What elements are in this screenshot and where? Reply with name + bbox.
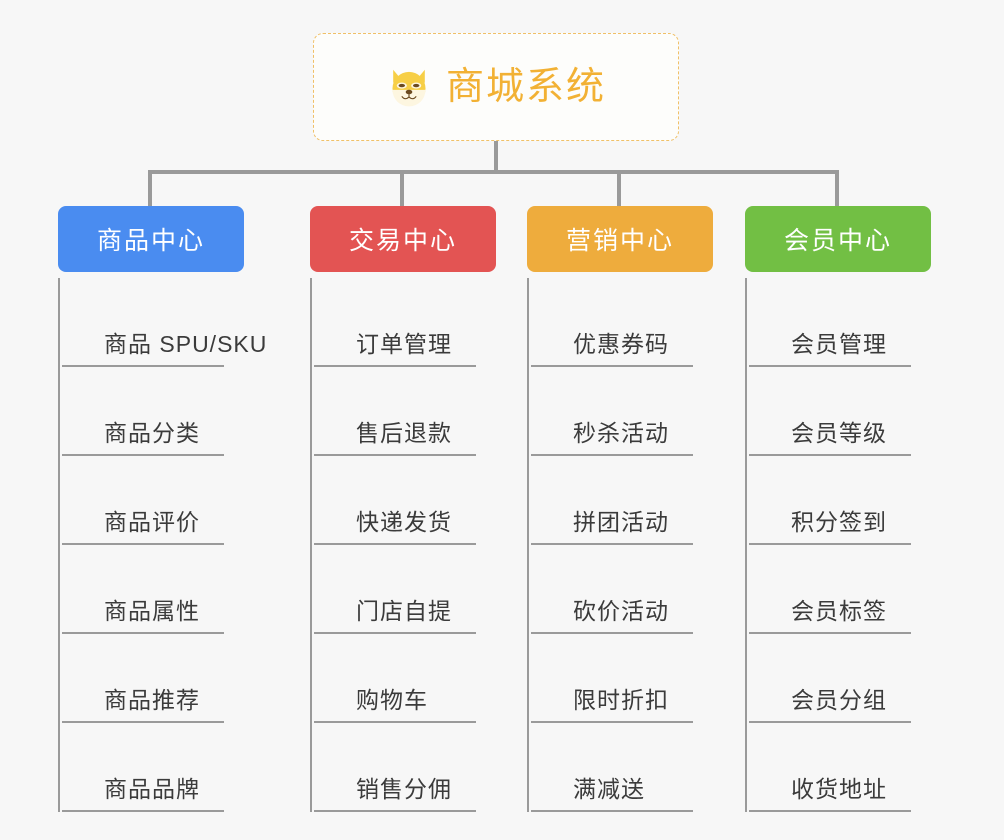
list-item[interactable]: 秒杀活动: [531, 367, 693, 456]
list-item[interactable]: 收货地址: [749, 723, 911, 812]
leaf-label: 订单管理: [356, 331, 452, 357]
leaf-label: 快递发货: [356, 509, 452, 535]
list-item[interactable]: 会员管理: [749, 278, 911, 367]
branch-column-4: 会员中心 会员管理 会员等级 积分签到 会员标签 会员分组 收货地址: [745, 206, 931, 812]
list-item[interactable]: 积分签到: [749, 456, 911, 545]
leaf-label: 优惠券码: [573, 331, 669, 357]
list-item[interactable]: 购物车: [314, 634, 476, 723]
leaf-label: 满减送: [573, 776, 645, 802]
leaf-label: 会员等级: [791, 420, 887, 446]
leaf-label: 商品评价: [104, 509, 200, 535]
list-item[interactable]: 商品评价: [62, 456, 224, 545]
connector-drop-营销中心: [617, 172, 621, 206]
branch-column-2: 交易中心 订单管理 售后退款 快递发货 门店自提 购物车 销售分佣: [310, 206, 496, 812]
root-node[interactable]: 商城系统: [313, 33, 679, 141]
leaf-label: 售后退款: [356, 420, 452, 446]
list-item[interactable]: 优惠券码: [531, 278, 693, 367]
leaf-list-4: 会员管理 会员等级 积分签到 会员标签 会员分组 收货地址: [745, 278, 931, 812]
shiba-dog-face-icon: [386, 64, 432, 110]
list-item[interactable]: 会员等级: [749, 367, 911, 456]
root-title: 商城系统: [445, 66, 606, 108]
list-item[interactable]: 满减送: [531, 723, 693, 812]
list-item[interactable]: 商品品牌: [62, 723, 224, 812]
list-item[interactable]: 快递发货: [314, 456, 476, 545]
category-box-4[interactable]: 会员中心: [745, 206, 931, 272]
leaf-label: 限时折扣: [573, 687, 669, 713]
list-item[interactable]: 商品属性: [62, 545, 224, 634]
leaf-label: 会员标签: [791, 598, 887, 624]
category-box-1[interactable]: 商品中心: [58, 206, 244, 272]
leaf-label: 商品推荐: [104, 687, 200, 713]
connector-drop-商品中心: [148, 172, 152, 206]
list-item[interactable]: 砍价活动: [531, 545, 693, 634]
connector-horizontal-bus: [148, 170, 839, 174]
leaf-label: 商品品牌: [104, 776, 200, 802]
leaf-label: 砍价活动: [573, 598, 669, 624]
leaf-label: 商品分类: [104, 420, 200, 446]
leaf-label: 积分签到: [791, 509, 887, 535]
category-box-2[interactable]: 交易中心: [310, 206, 496, 272]
list-item[interactable]: 商品 SPU/SKU: [62, 278, 266, 367]
leaf-list-2: 订单管理 售后退款 快递发货 门店自提 购物车 销售分佣: [310, 278, 496, 812]
connector-root-drop: [494, 141, 498, 172]
connector-drop-会员中心: [835, 172, 839, 206]
leaf-label: 会员管理: [791, 331, 887, 357]
leaf-list-3: 优惠券码 秒杀活动 拼团活动 砍价活动 限时折扣 满减送: [527, 278, 713, 812]
list-item[interactable]: 售后退款: [314, 367, 476, 456]
list-item[interactable]: 门店自提: [314, 545, 476, 634]
list-item[interactable]: 销售分佣: [314, 723, 476, 812]
list-item[interactable]: 商品推荐: [62, 634, 224, 723]
leaf-label: 销售分佣: [356, 776, 452, 802]
leaf-label: 购物车: [356, 687, 428, 713]
leaf-label: 商品属性: [104, 598, 200, 624]
leaf-label: 收货地址: [791, 776, 887, 802]
list-item[interactable]: 会员分组: [749, 634, 911, 723]
leaf-list-1: 商品 SPU/SKU 商品分类 商品评价 商品属性 商品推荐 商品品牌: [58, 278, 266, 812]
list-item[interactable]: 拼团活动: [531, 456, 693, 545]
branch-column-1: 商品中心 商品 SPU/SKU 商品分类 商品评价 商品属性 商品推荐 商品品牌: [58, 206, 266, 812]
list-item[interactable]: 会员标签: [749, 545, 911, 634]
connector-drop-交易中心: [400, 172, 404, 206]
list-item[interactable]: 商品分类: [62, 367, 224, 456]
category-box-3[interactable]: 营销中心: [527, 206, 713, 272]
list-item[interactable]: 限时折扣: [531, 634, 693, 723]
branch-column-3: 营销中心 优惠券码 秒杀活动 拼团活动 砍价活动 限时折扣 满减送: [527, 206, 713, 812]
leaf-label: 商品 SPU/SKU: [104, 331, 268, 357]
leaf-label: 拼团活动: [573, 509, 669, 535]
leaf-label: 秒杀活动: [573, 420, 669, 446]
leaf-label: 门店自提: [356, 598, 452, 624]
leaf-label: 会员分组: [791, 687, 887, 713]
list-item[interactable]: 订单管理: [314, 278, 476, 367]
